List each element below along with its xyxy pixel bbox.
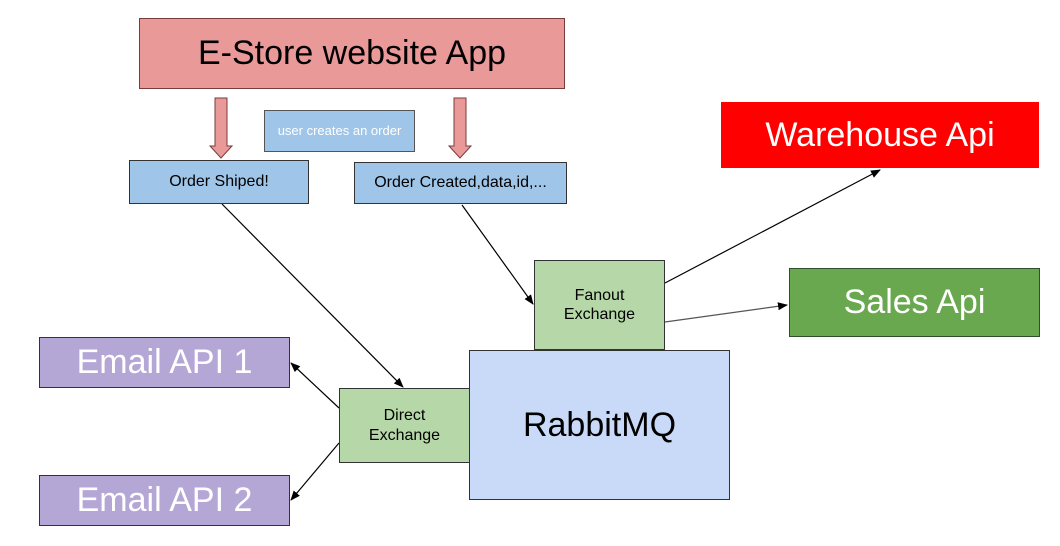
rabbitmq-node: RabbitMQ bbox=[469, 350, 730, 500]
arrow-direct-to-email1 bbox=[290, 362, 340, 409]
order-created-label: Order Created,data,id,... bbox=[374, 174, 547, 192]
fanout-exchange-label: Fanout Exchange bbox=[563, 286, 636, 323]
user-creates-order-label: user creates an order bbox=[277, 123, 402, 139]
arrow-order-created-to-fanout bbox=[461, 204, 534, 305]
user-creates-order-note: user creates an order bbox=[264, 110, 415, 152]
email-api-1-label: Email API 1 bbox=[76, 343, 253, 382]
order-shipped-label: Order Shiped! bbox=[169, 173, 269, 191]
estore-app-label: E-Store website App bbox=[197, 34, 507, 73]
arrow-fanout-to-warehouse bbox=[664, 169, 881, 284]
email-api-2-node: Email API 2 bbox=[39, 475, 290, 526]
arrow-fanout-to-sales bbox=[664, 302, 788, 323]
sales-api-label: Sales Api bbox=[843, 283, 986, 322]
rabbitmq-label: RabbitMQ bbox=[522, 405, 677, 444]
block-arrow-to-order-shipped bbox=[208, 97, 234, 159]
warehouse-api-label: Warehouse Api bbox=[765, 115, 995, 154]
direct-exchange-node: Direct Exchange bbox=[339, 388, 470, 463]
fanout-exchange-node: Fanout Exchange bbox=[534, 260, 665, 350]
direct-exchange-label: Direct Exchange bbox=[368, 407, 441, 444]
sales-api-node: Sales Api bbox=[789, 268, 1040, 337]
block-arrow-to-order-created bbox=[447, 97, 473, 159]
email-api-2-label: Email API 2 bbox=[76, 481, 253, 520]
order-created-message: Order Created,data,id,... bbox=[354, 162, 567, 204]
arrow-direct-to-email2 bbox=[290, 442, 340, 501]
email-api-1-node: Email API 1 bbox=[39, 337, 290, 388]
warehouse-api-node: Warehouse Api bbox=[721, 102, 1039, 168]
order-shipped-message: Order Shiped! bbox=[129, 160, 309, 204]
estore-app-node: E-Store website App bbox=[139, 18, 565, 89]
